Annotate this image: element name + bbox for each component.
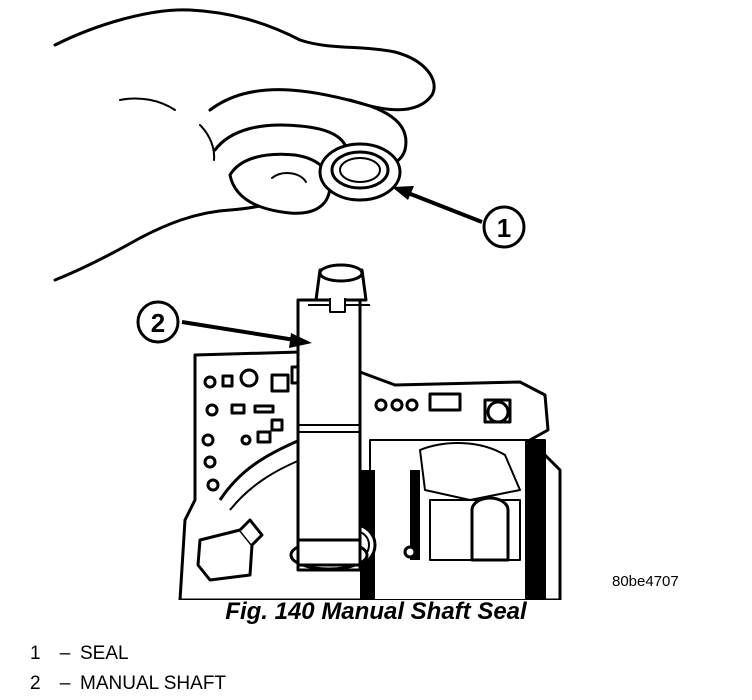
legend-dash: –: [59, 673, 71, 694]
legend-item: 2–MANUAL SHAFT: [30, 670, 226, 700]
legend: 1–SEAL 2–MANUAL SHAFT: [30, 640, 226, 700]
legend-label: MANUAL SHAFT: [80, 673, 227, 694]
illustration-code: 80be4707: [612, 573, 679, 590]
legend-dash: –: [59, 643, 71, 664]
seal-ring-drawing: [318, 142, 402, 202]
callout-2-label: 2: [151, 308, 165, 338]
legend-number: 2: [30, 673, 41, 694]
valve-body-drawing: [178, 350, 562, 600]
callout-2-marker: 2: [136, 300, 180, 344]
figure-caption: Fig. 140 Manual Shaft Seal: [225, 598, 527, 625]
callout-1-marker: 1: [482, 205, 526, 249]
hand-drawing: [53, 8, 436, 282]
legend-label: SEAL: [80, 643, 129, 664]
legend-number: 1: [30, 643, 41, 664]
legend-item: 1–SEAL: [30, 640, 226, 670]
manual-shaft-drawing: [289, 263, 370, 572]
callout-1-arrow: [392, 186, 483, 224]
manual-shaft-seal-illustration: 1: [53, 8, 562, 600]
callout-1-label: 1: [497, 213, 511, 243]
callout-2-arrow: [181, 320, 312, 348]
